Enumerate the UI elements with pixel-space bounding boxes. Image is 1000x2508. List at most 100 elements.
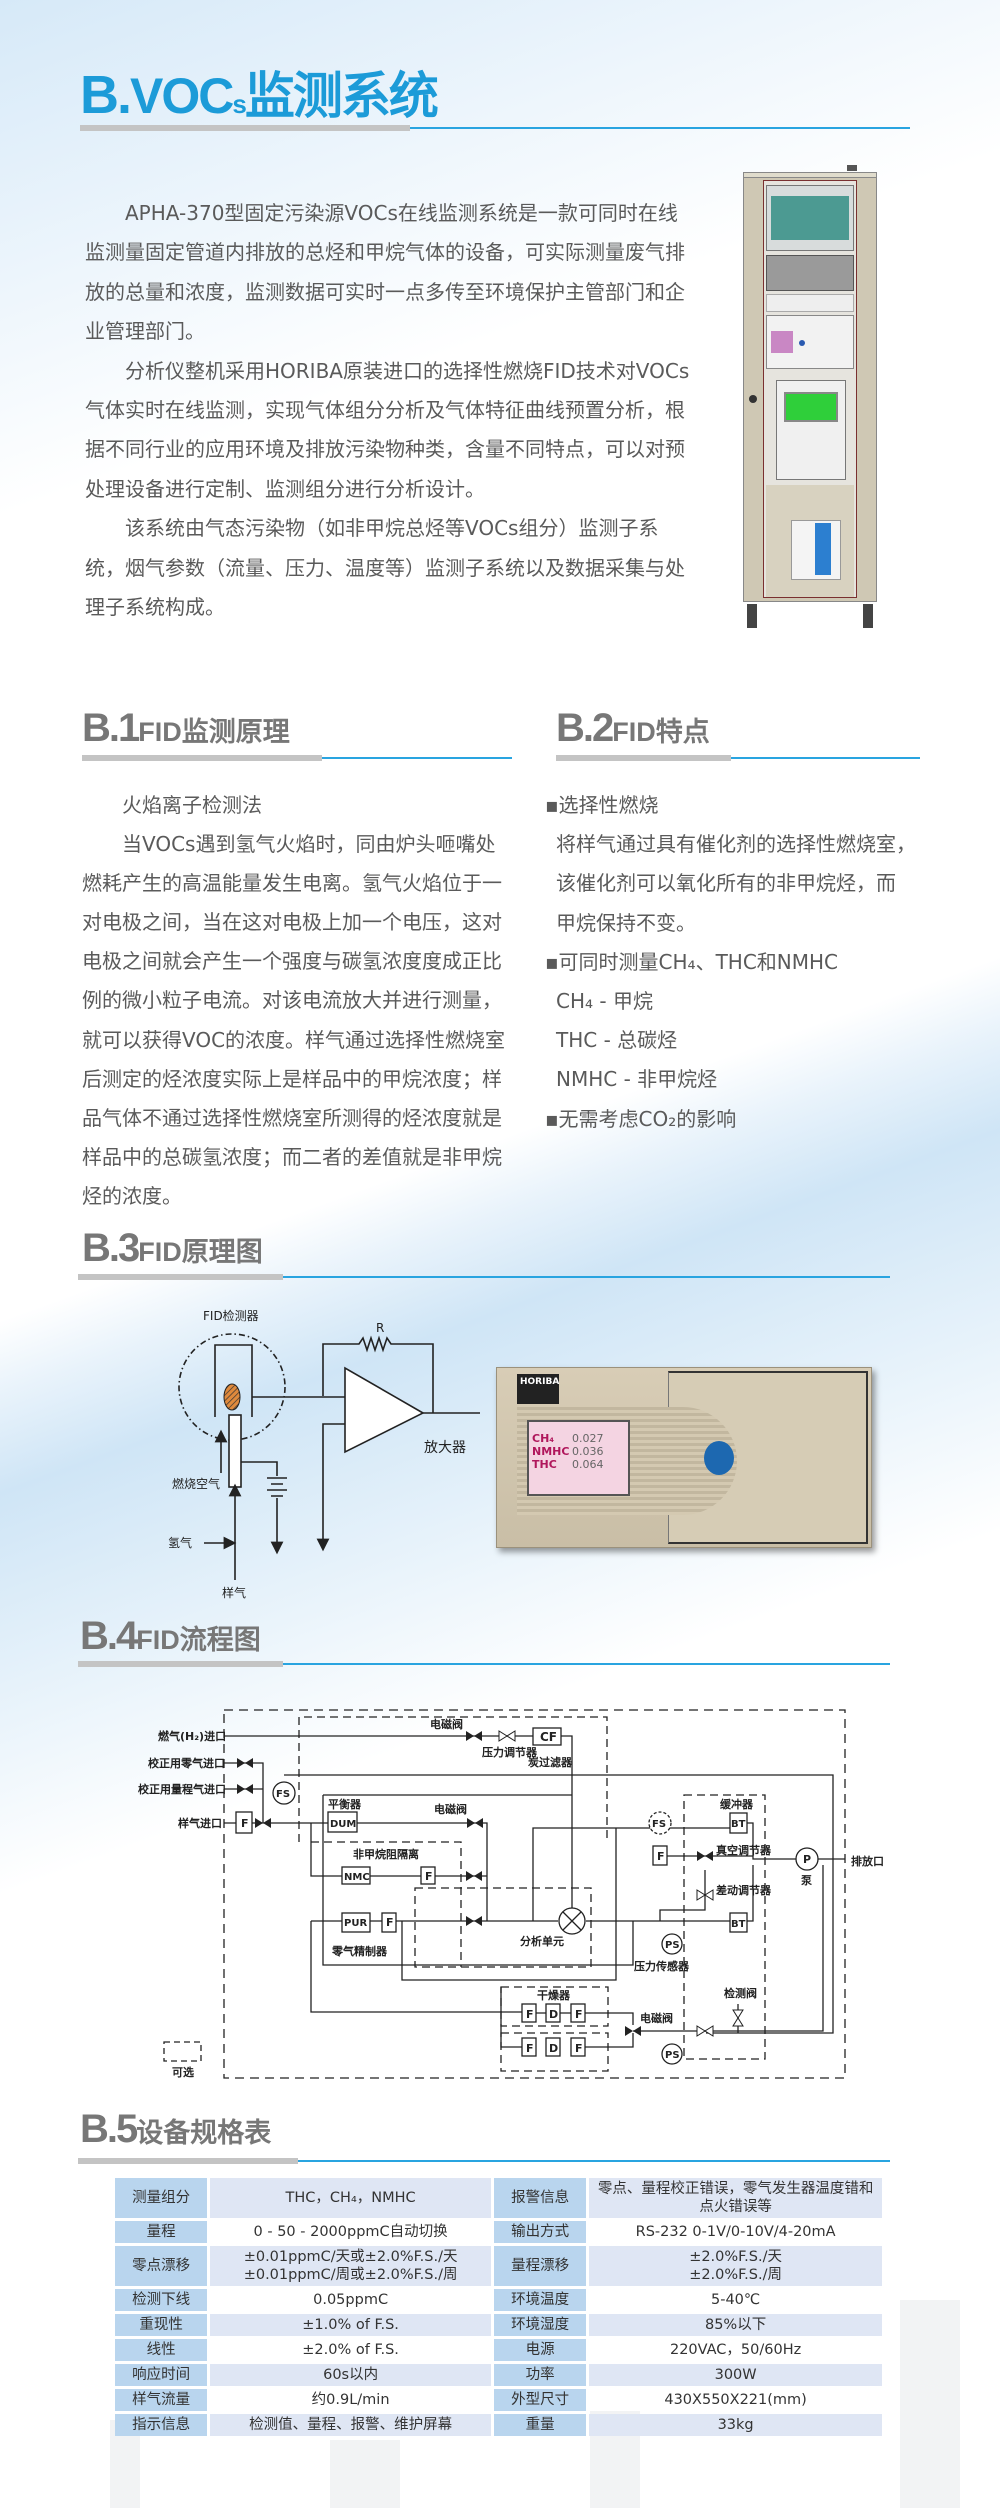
feature-bullet: ▪无需考虑CO₂的影响 [545, 1106, 737, 1131]
resistor-feedback [322, 1335, 434, 1413]
spec-value-cell: ±2.0%F.S./天 ±2.0%F.S./周 [589, 2246, 882, 2286]
electrode [214, 1344, 253, 1417]
spec-value-cell: 300W [589, 2364, 882, 2386]
section-title: FID原理图 [138, 1237, 263, 1267]
gas-value: 0.064 [572, 1458, 604, 1471]
feature-bullet: ▪可同时测量CH₄、THC和NMHC [545, 949, 839, 974]
section-heading-b4: B.4FID流程图 [80, 1614, 261, 1659]
spec-value-cell: 约0.9L/min [210, 2389, 491, 2411]
feature-text: 该催化剂可以氧化所有的非甲烷烃，而 [556, 871, 896, 896]
spec-label-cell: 功率 [493, 2364, 587, 2386]
op-amp-symbol [344, 1366, 425, 1454]
fs-label: FS [276, 1789, 290, 1800]
brand-badge: HORIBA [517, 1374, 559, 1404]
section-heading-b1: B.1FID监测原理 [82, 706, 290, 751]
spec-label-cell: 重现性 [115, 2314, 208, 2336]
filter-label: F [526, 2042, 534, 2055]
gas-value: 0.036 [572, 1445, 604, 1458]
label-buffer: 缓冲器 [720, 1797, 754, 1811]
spec-label-cell: 响应时间 [115, 2364, 208, 2386]
spec-label-cell: 外型尺寸 [493, 2389, 587, 2411]
feature-text: 将样气通过具有催化剂的选择性燃烧室， [556, 832, 916, 857]
pur-label: PUR [344, 1918, 367, 1929]
intro-paragraph: 该系统由气态污染物（如非甲烷总烃等VOCs组分）监测子系统，烟气参数（流量、压力… [85, 516, 685, 620]
section-rule [78, 1274, 890, 1280]
legend-optional: 可选 [172, 2065, 194, 2079]
b1-body: 当VOCs遇到氢气火焰时，同由炉头咂嘴处燃耗产生的高温能量发生电离。氢气火焰位于… [82, 832, 506, 1208]
label-solenoid-valve: 电磁阀 [430, 1717, 463, 1731]
dryer-d-label: D [549, 2042, 558, 2055]
spec-value-cell: 5-40℃ [589, 2289, 882, 2311]
b2-feature-list: ▪选择性燃烧 将样气通过具有催化剂的选择性燃烧室， 该催化剂可以氧化所有的非甲烷… [545, 786, 925, 1139]
label-analysis-unit: 分析单元 [520, 1934, 564, 1948]
section-rule [556, 755, 920, 761]
section-title: FID流程图 [136, 1625, 261, 1655]
label-check-valve: 检测阀 [724, 1986, 757, 2000]
fs-label: FS [652, 1819, 666, 1830]
label-h2-inlet: 燃气(H₂)进口 [157, 1729, 226, 1743]
section-number: B.2 [556, 706, 614, 750]
label-vacuum-regulator: 真空调节器 [716, 1843, 772, 1857]
label-air: 燃烧空气 [172, 1476, 220, 1491]
ps-label: PS [665, 2050, 680, 2061]
background-silhouette [900, 2300, 960, 2508]
spec-label-cell: 样气流量 [115, 2389, 208, 2411]
background-silhouette [330, 2440, 400, 2508]
spec-value-cell: 零点、量程校正错误，零气发生器温度错和点火错误等 [589, 2178, 882, 2218]
spec-value-cell: 60s以内 [210, 2364, 491, 2386]
filter-label: F [386, 1916, 394, 1929]
spec-value-cell: 220VAC，50/60Hz [589, 2339, 882, 2361]
section-rule [82, 755, 512, 761]
section-heading-b5: B.5设备规格表 [80, 2107, 271, 2152]
label-hydrogen: 氢气 [168, 1535, 192, 1550]
label-zero-gas-refiner: 零气精制器 [331, 1944, 388, 1958]
table-row: 零点漂移±0.01ppmC/天或±2.0%F.S./天 ±0.01ppmC/周或… [115, 2246, 882, 2286]
section-number: B.3 [82, 1226, 140, 1270]
title-part: VOC [130, 68, 234, 124]
section-number: B.1 [82, 706, 140, 750]
bt-label: BT [731, 1819, 746, 1830]
filter-label: F [425, 1870, 433, 1883]
filter-label: F [657, 1850, 665, 1863]
screen-row: CH₄ 0.027 [532, 1432, 625, 1445]
gas-value: 0.027 [572, 1432, 604, 1445]
intro-text: APHA-370型固定污染源VOCs在线监测系统是一款可同时在线监测量固定管道内… [85, 194, 691, 627]
title-rule [80, 125, 910, 131]
feature-text: THC - 总碳烃 [556, 1028, 678, 1053]
section-title: FID监测原理 [138, 717, 290, 747]
label-sample-inlet: 样气进口 [178, 1816, 222, 1830]
b1-subtitle: 火焰离子检测法 [122, 793, 262, 817]
gas-name: CH₄ [532, 1432, 555, 1445]
spec-value-cell: 430X550X221(mm) [589, 2389, 882, 2411]
title-prefix: B. [80, 65, 132, 125]
feature-bullet: ▪选择性燃烧 [545, 793, 659, 817]
section-title: FID特点 [612, 717, 710, 747]
spec-value-cell: ±1.0% of F.S. [210, 2314, 491, 2336]
feature-text: CH₄ - 甲烷 [556, 989, 653, 1014]
spec-label-cell: 报警信息 [493, 2178, 587, 2218]
label-zero-gas-inlet: 校正用零气进口 [148, 1756, 225, 1770]
section-heading-b3: B.3FID原理图 [82, 1226, 263, 1271]
section-number: B.4 [80, 1614, 138, 1658]
spec-value-cell: 0.05ppmC [210, 2289, 491, 2311]
cabinet-image [743, 165, 879, 630]
spec-label-cell: 测量组分 [115, 2178, 208, 2218]
b1-text: 火焰离子检测法 当VOCs遇到氢气火焰时，同由炉头咂嘴处燃耗产生的高温能量发生电… [82, 786, 512, 1216]
label-nmc-separator: 非甲烷阻隔离 [353, 1847, 419, 1861]
label-amplifier: 放大器 [424, 1440, 466, 1456]
pump-label: P [803, 1853, 811, 1866]
feature-text: NMHC - 非甲烷烃 [556, 1067, 718, 1092]
spec-label-cell: 量程 [115, 2221, 208, 2243]
spec-label-cell: 零点漂移 [115, 2246, 208, 2286]
